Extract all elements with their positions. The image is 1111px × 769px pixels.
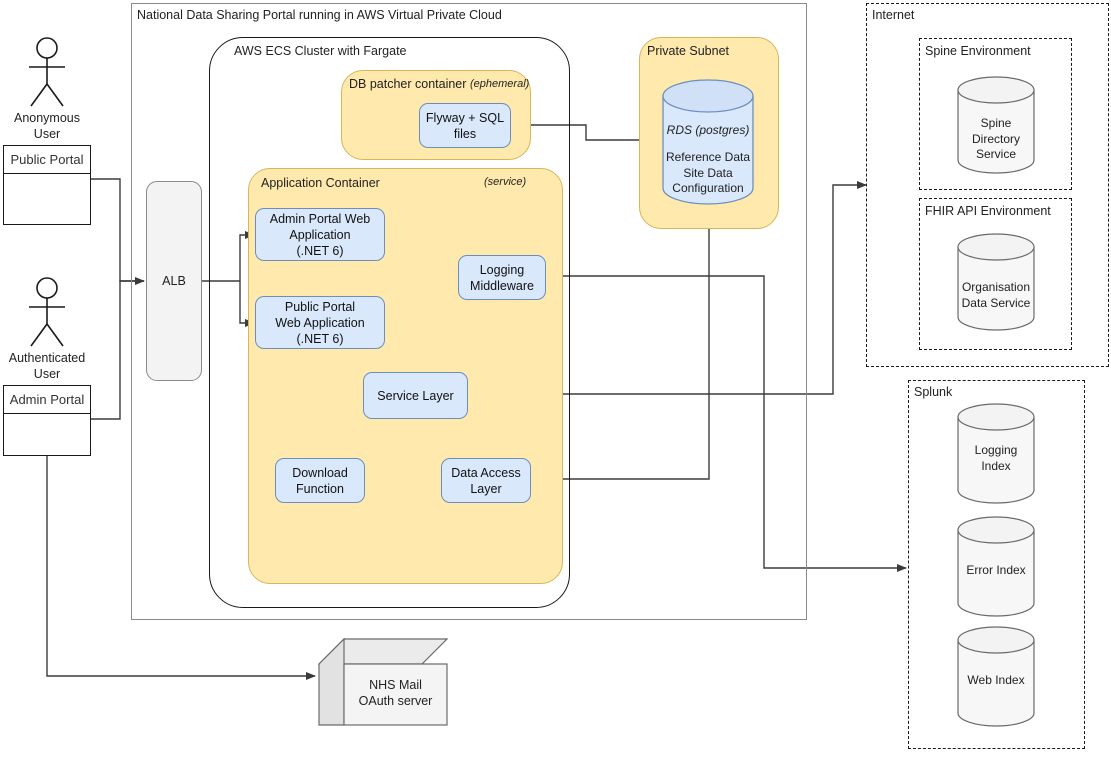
internet-title: Internet [872,8,915,22]
database-cylinder-icon [662,79,754,205]
db-patcher-tag: (ephemeral) [470,78,530,90]
spine-environment-title: Spine Environment [925,44,1031,58]
cube-3d-icon [317,637,449,726]
alb-label: ALB [162,274,186,288]
admin-portal-body [4,414,90,455]
stick-figure-icon [29,277,65,347]
service-layer-label: Service Layer [377,388,454,403]
actor-anonymous-user-label-line2: User [33,127,61,142]
actor-anonymous-user-label: Anonymous User [0,110,94,143]
logging-middleware-label: Logging Middleware [470,262,534,293]
database-cylinder-icon [957,626,1035,727]
ecs-cluster-container [209,37,570,608]
admin-portal-web-application-node[interactable]: Admin Portal Web Application (.NET 6) [255,208,385,261]
fhir-api-environment-title: FHIR API Environment [925,204,1051,218]
download-function-label: Download Function [292,465,348,496]
organisation-data-service-cylinder[interactable]: Organisation Data Service [957,233,1035,331]
database-cylinder-icon [957,403,1035,504]
actor-anonymous-user-label-line1: Anonymous [13,111,80,125]
splunk-container [908,380,1085,749]
application-container-title: Application Container [261,176,380,190]
stick-figure-icon [29,37,65,107]
public-portal-body [4,174,90,224]
database-cylinder-icon [957,233,1035,331]
alb-node[interactable]: ALB [146,181,202,381]
data-access-layer-label: Data Access Layer [451,465,521,496]
admin-portal-web-application-label: Admin Portal Web Application (.NET 6) [269,211,371,258]
logging-middleware-node[interactable]: Logging Middleware [458,255,546,300]
service-layer-node[interactable]: Service Layer [363,372,468,419]
internet-container [866,3,1109,367]
ecs-cluster-title: AWS ECS Cluster with Fargate [234,44,407,58]
rds-postgres-cylinder[interactable]: RDS (postgres) Reference Data Site Data … [662,79,754,205]
download-function-node[interactable]: Download Function [275,458,365,503]
database-cylinder-icon [957,76,1035,174]
splunk-web-index-cylinder[interactable]: Web Index [957,626,1035,727]
public-portal-web-application-label: Public Portal Web Application (.NET 6) [275,299,365,346]
actor-authenticated-user-label-line1: Authenticated [8,351,86,365]
actor-authenticated-user-label: Authenticated User [0,350,94,383]
spine-environment-container [919,38,1072,190]
admin-portal-component[interactable]: Admin Portal [3,385,91,456]
vpc-title: National Data Sharing Portal running in … [137,8,502,22]
fhir-api-environment-container [919,198,1072,350]
splunk-error-index-cylinder[interactable]: Error Index [957,516,1035,617]
data-access-layer-node[interactable]: Data Access Layer [441,458,531,503]
vpc-container [131,3,807,620]
actor-anonymous-user [18,36,76,108]
database-cylinder-icon [957,516,1035,617]
db-patcher-title: DB patcher container [349,77,467,91]
private-subnet-title: Private Subnet [647,44,729,58]
splunk-title: Splunk [914,385,953,399]
actor-authenticated-user-label-line2: User [33,367,61,382]
public-portal-component[interactable]: Public Portal [3,145,91,225]
public-portal-web-application-node[interactable]: Public Portal Web Application (.NET 6) [255,296,385,349]
admin-portal-title: Admin Portal [4,386,90,414]
actor-authenticated-user [18,276,76,348]
application-container-tag: (service) [484,176,527,188]
public-portal-title: Public Portal [4,146,90,174]
spine-directory-service-cylinder[interactable]: Spine Directory Service [957,76,1035,174]
